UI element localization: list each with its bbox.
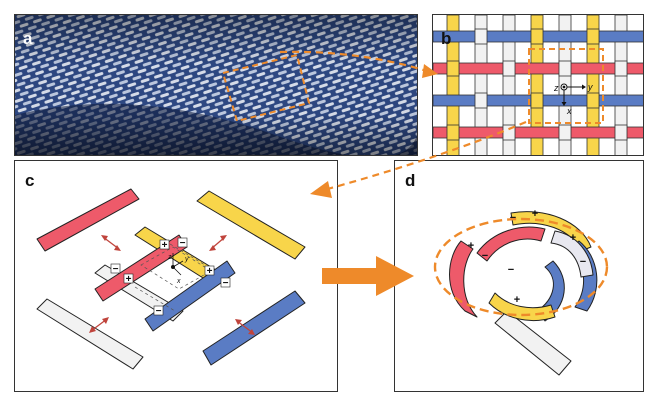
- sign-minus: −: [580, 256, 586, 268]
- axis-label-x: x: [176, 278, 181, 285]
- warp-overlay: [558, 124, 572, 141]
- warp-strip: [502, 15, 516, 155]
- axis-label-z: z: [553, 83, 559, 93]
- sign-minus: −: [482, 250, 488, 262]
- warp-overlay: [474, 92, 488, 109]
- warp-strip: [446, 15, 460, 155]
- guide-line: [134, 286, 176, 312]
- panel-label-b: b: [441, 29, 452, 48]
- axis-triad: [560, 83, 586, 106]
- sign-plus: +: [126, 274, 132, 285]
- guide-line: [140, 246, 212, 290]
- guide-line: [164, 240, 206, 266]
- warp-overlay: [502, 124, 516, 141]
- weft-strip: [433, 62, 643, 75]
- fabric-photo: [15, 15, 417, 155]
- panel-b: z y x b: [432, 14, 644, 156]
- warp-overlay: [586, 92, 600, 109]
- loop-yellow-front: [488, 292, 556, 321]
- loop-white: [494, 310, 572, 376]
- strip-white-outer: [36, 298, 144, 370]
- sign-minus: −: [223, 278, 229, 289]
- curled-strips: + − + − + − − +: [433, 208, 609, 376]
- panel-label-d: d: [405, 171, 416, 190]
- loop-white-front: [550, 230, 594, 278]
- panel-label-c: c: [25, 171, 35, 190]
- displacement-arrow: [236, 320, 254, 334]
- sign-plus: +: [514, 294, 520, 306]
- warp-strip: [614, 15, 628, 155]
- weave-schematic: z y x: [433, 15, 643, 155]
- warp-overlay: [446, 60, 460, 77]
- sign-minus: −: [508, 264, 514, 276]
- panel-d: + − + − + − − + d: [394, 160, 644, 392]
- panel-a: a: [14, 14, 418, 156]
- strip-yellow-outer: [196, 190, 306, 260]
- warp-overlay: [586, 28, 600, 45]
- sign-plus: +: [532, 208, 538, 220]
- axis-label-y: y: [587, 82, 593, 92]
- warp-strip: [474, 15, 488, 155]
- sign-plus: +: [207, 266, 213, 277]
- axis-label-x: x: [566, 106, 572, 116]
- strip-red-outer: [36, 188, 140, 252]
- sign-minus: −: [156, 306, 162, 317]
- warp-overlay: [446, 124, 460, 141]
- exploded-strips: + − − + + − − z y x: [36, 188, 306, 370]
- sign-plus: +: [570, 232, 576, 244]
- warp-overlay: [614, 60, 628, 77]
- axis-triad: [170, 253, 184, 276]
- warp-overlay: [474, 28, 488, 45]
- warp-overlay: [614, 124, 628, 141]
- warp-overlay: [530, 92, 544, 109]
- strip-blue-inner: [144, 260, 236, 332]
- warp-overlay: [530, 28, 544, 45]
- sign-plus: +: [162, 240, 168, 251]
- panel-label-a: a: [23, 29, 33, 48]
- panel-c: + − − + + − − z y x c: [14, 160, 338, 392]
- dashed-ellipse: [433, 217, 609, 317]
- sign-minus: −: [113, 264, 119, 275]
- axis-label-z: z: [167, 254, 172, 261]
- weft-strip: [433, 126, 643, 139]
- selection-box: [221, 53, 311, 123]
- warp-overlay: [558, 60, 572, 77]
- sign-minus: −: [510, 212, 516, 224]
- sign-minus: −: [180, 238, 186, 249]
- axis-label-y: y: [184, 256, 189, 263]
- warp-overlay: [502, 60, 516, 77]
- selection-box: [528, 48, 604, 124]
- loop-red-front: [476, 226, 546, 262]
- strip-blue-outer: [202, 290, 306, 366]
- sign-plus: +: [468, 240, 474, 252]
